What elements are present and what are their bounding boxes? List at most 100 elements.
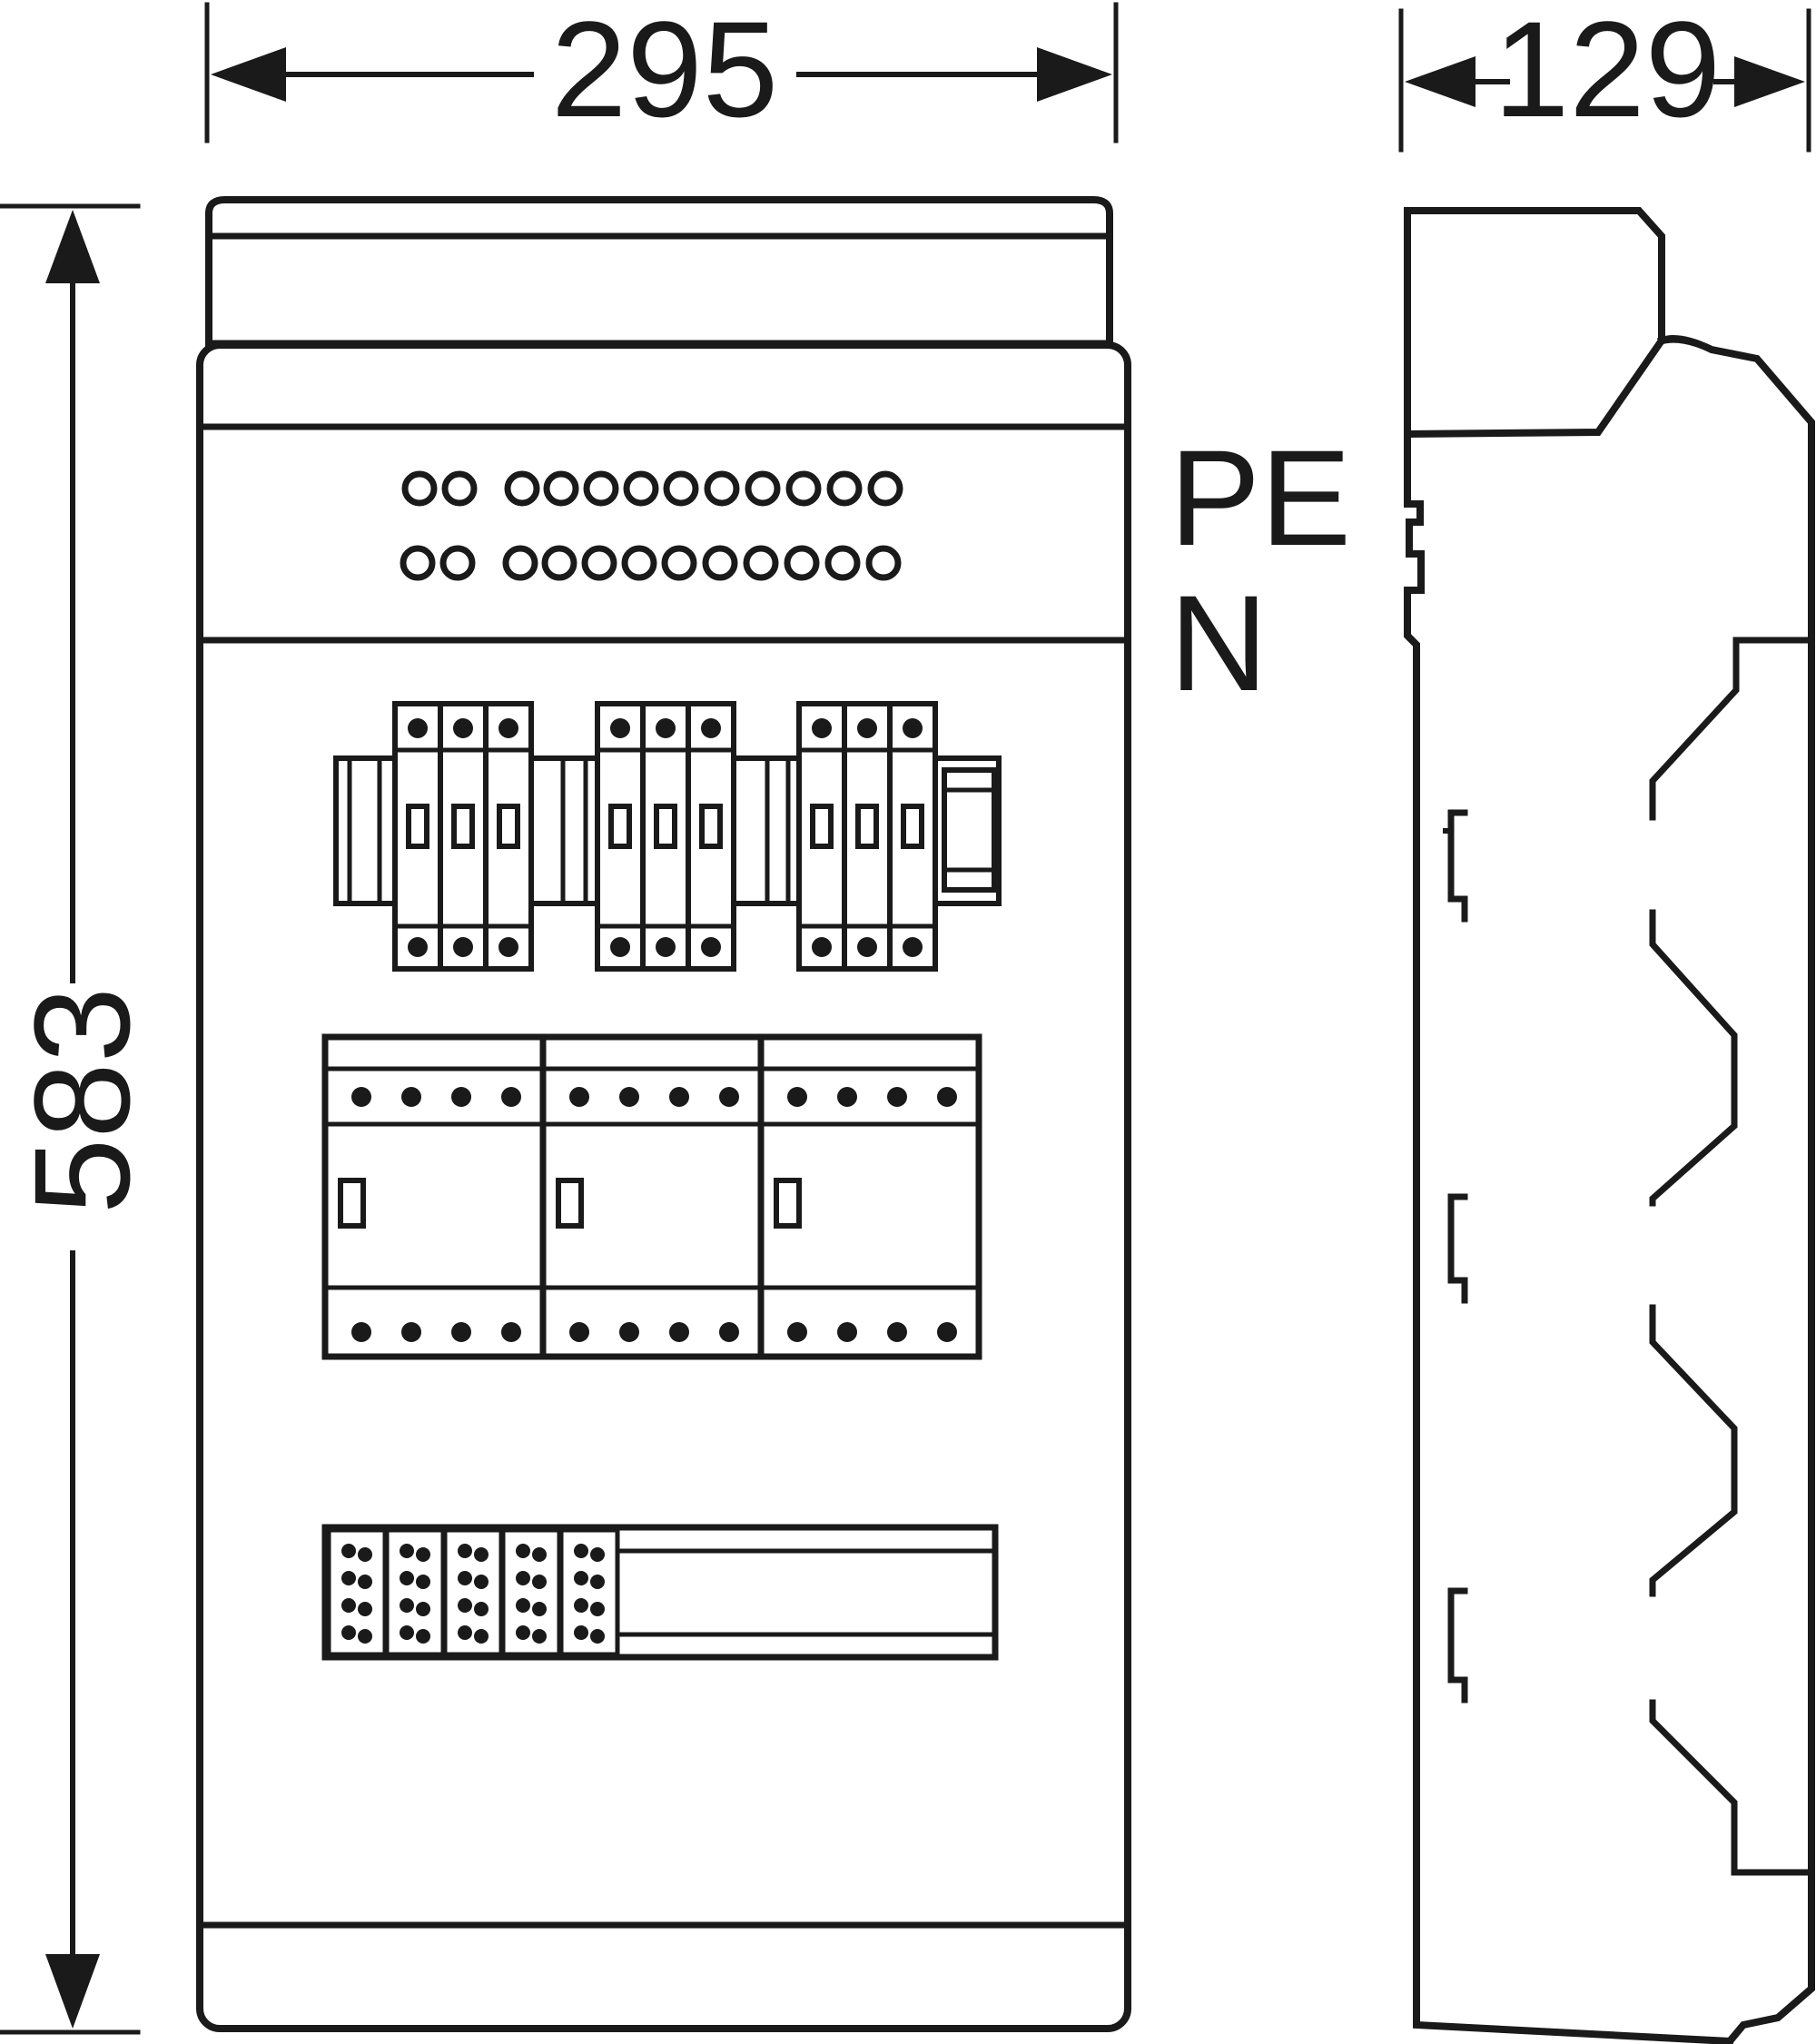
width-arrow-left bbox=[211, 47, 286, 102]
mcb-pole bbox=[640, 701, 691, 972]
rcd-module bbox=[757, 1033, 982, 1360]
terminal-screw bbox=[358, 1575, 372, 1589]
terminal-screw bbox=[358, 1602, 372, 1616]
terminal-screw bbox=[416, 1547, 430, 1562]
rcd-screw bbox=[451, 1087, 471, 1107]
side-inner-profile-bump-2 bbox=[1649, 1304, 1738, 1597]
rcd-screw bbox=[501, 1087, 521, 1107]
terminal-screw bbox=[532, 1602, 547, 1616]
terminal-screw bbox=[574, 1544, 588, 1558]
terminal-screw bbox=[590, 1547, 605, 1562]
mcb-toggle bbox=[406, 804, 429, 849]
width-dimension: 295 bbox=[204, 0, 1119, 145]
terminal-hole bbox=[400, 545, 436, 581]
rcd-screw bbox=[837, 1087, 857, 1107]
terminal-screw bbox=[516, 1571, 530, 1585]
terminal-hole bbox=[867, 470, 903, 507]
mcb-screw bbox=[857, 718, 877, 738]
rcd-screw bbox=[669, 1087, 689, 1107]
mcb-screw bbox=[903, 718, 923, 738]
terminal-screw bbox=[474, 1547, 489, 1562]
mcb-screw bbox=[656, 718, 676, 738]
terminal-screw bbox=[532, 1575, 547, 1589]
mcb-screw bbox=[498, 937, 518, 957]
rcd-screw bbox=[351, 1087, 371, 1107]
terminal-strip-row bbox=[321, 1524, 999, 1661]
terminal-screw bbox=[474, 1575, 489, 1589]
terminal-screw bbox=[341, 1544, 356, 1558]
terminal-hole bbox=[743, 545, 779, 581]
terminal-blocks bbox=[326, 1527, 620, 1657]
mcb-pole bbox=[796, 701, 847, 972]
terminal-screw bbox=[416, 1629, 430, 1644]
terminal-block bbox=[326, 1527, 388, 1657]
mcb-row bbox=[333, 701, 1002, 972]
mcb-screw bbox=[701, 718, 721, 738]
terminal-screw bbox=[341, 1598, 356, 1613]
terminal-block bbox=[500, 1527, 562, 1657]
side-inner-profile-bottom bbox=[1649, 1699, 1815, 1876]
mcb-breakers bbox=[392, 701, 938, 972]
terminal-hole bbox=[784, 545, 820, 581]
mcb-toggle bbox=[901, 804, 924, 849]
terminal-screw bbox=[458, 1571, 472, 1585]
side-inner-profile-bump-1 bbox=[1649, 909, 1738, 1207]
terminal-screw bbox=[532, 1547, 547, 1562]
rcd-screw bbox=[501, 1322, 521, 1342]
mcb-toggle bbox=[608, 804, 632, 849]
mcb-screw bbox=[453, 718, 473, 738]
terminal-screw bbox=[474, 1602, 489, 1616]
mcb-screw bbox=[701, 937, 721, 957]
width-arrow-right bbox=[1037, 47, 1112, 102]
terminal-screw bbox=[400, 1598, 414, 1613]
rcd-screw bbox=[569, 1087, 589, 1107]
mcb-screw bbox=[408, 718, 428, 738]
enclosure-top-lid bbox=[205, 196, 1113, 347]
rcd-screw bbox=[401, 1322, 421, 1342]
terminal-screw bbox=[590, 1602, 605, 1616]
pe-label: PE bbox=[1170, 421, 1351, 574]
mcb-screw bbox=[903, 937, 923, 957]
depth-dimension: 129 bbox=[1398, 0, 1811, 153]
enclosure-body bbox=[196, 341, 1131, 2032]
mcb-screw bbox=[408, 937, 428, 957]
terminal-hole bbox=[581, 545, 617, 581]
mcb-toggle bbox=[699, 804, 723, 849]
mcb-pole bbox=[595, 701, 646, 972]
rcd-screw bbox=[619, 1087, 639, 1107]
terminal-hole bbox=[439, 545, 476, 581]
mcb-screw bbox=[610, 937, 630, 957]
mcb-screw bbox=[812, 937, 832, 957]
pe-n-terminal-block bbox=[400, 470, 903, 581]
rcd-screw bbox=[351, 1322, 371, 1342]
terminal-screw bbox=[416, 1575, 430, 1589]
mcb-pole bbox=[392, 701, 443, 972]
rcd-row bbox=[321, 1033, 982, 1360]
rcd-screw bbox=[837, 1322, 857, 1342]
n-label: N bbox=[1170, 567, 1268, 719]
depth-arrow-right bbox=[1734, 56, 1805, 107]
mcb-toggle bbox=[654, 804, 677, 849]
mcb-pole bbox=[842, 701, 893, 972]
terminal-screw bbox=[341, 1571, 356, 1585]
rcd-screw bbox=[787, 1087, 807, 1107]
mcb-pole bbox=[686, 701, 736, 972]
terminal-screw bbox=[400, 1544, 414, 1558]
mcb-screw bbox=[857, 937, 877, 957]
terminal-hole bbox=[745, 470, 781, 507]
terminal-block bbox=[558, 1527, 620, 1657]
terminal-hole bbox=[702, 545, 738, 581]
mcb-toggle bbox=[810, 804, 834, 849]
rcd-screw bbox=[451, 1322, 471, 1342]
terminal-hole bbox=[824, 545, 861, 581]
terminal-screw bbox=[458, 1625, 472, 1640]
mcb-screw bbox=[498, 718, 518, 738]
front-view bbox=[196, 196, 1131, 2032]
terminal-screw bbox=[516, 1544, 530, 1558]
mcb-toggle bbox=[855, 804, 879, 849]
rcd-screw bbox=[887, 1322, 907, 1342]
terminal-block bbox=[384, 1527, 446, 1657]
mcb-toggle bbox=[451, 804, 475, 849]
mcb-screw bbox=[610, 718, 630, 738]
